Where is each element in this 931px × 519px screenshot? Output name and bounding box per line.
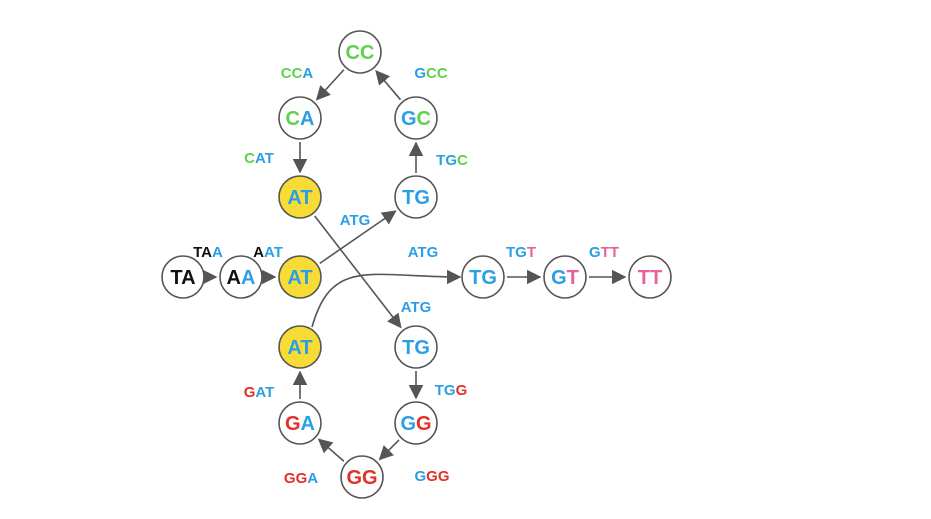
edge-label-cat: CAT: [244, 150, 274, 167]
edge-gg_upper-to-gg_lower: [378, 439, 400, 461]
node-ca: CA: [278, 96, 322, 140]
node-label-tg: TG: [402, 187, 430, 209]
node-label-at: AT: [287, 187, 312, 209]
node-label-tg: TG: [402, 337, 430, 359]
edge-label-tgt: TGT: [506, 244, 536, 261]
node-label-tt: TT: [638, 267, 662, 289]
edge-label-cca: CCA: [281, 65, 314, 82]
node-circle: [338, 30, 382, 74]
node-circle: [278, 255, 322, 299]
edge-at_mid-to-tg_top: [319, 210, 397, 265]
node-ta: TA: [161, 255, 205, 299]
node-circle: [278, 325, 322, 369]
node-circle: [340, 455, 384, 499]
node-circle: [278, 401, 322, 445]
node-circle: [461, 255, 505, 299]
edge-label-tgg: TGG: [435, 382, 468, 399]
node-circle: [219, 255, 263, 299]
edge-label-atg: ATG: [340, 212, 371, 229]
edge-gc-to-cc: [375, 69, 402, 101]
node-label-at: AT: [287, 267, 312, 289]
edge-label-gat: GAT: [244, 384, 275, 401]
node-circle: [394, 96, 438, 140]
edges-layer: [203, 69, 627, 462]
node-label-gg: GG: [400, 413, 431, 435]
node-circle: [628, 255, 672, 299]
node-aa: AA: [219, 255, 263, 299]
node-circle: [543, 255, 587, 299]
node-circle: [394, 325, 438, 369]
edge-at_top-to-tg_bot: [314, 215, 402, 329]
node-circle: [394, 175, 438, 219]
node-label-at: AT: [287, 337, 312, 359]
edge-label-atg: ATG: [401, 299, 432, 316]
node-label-ca: CA: [286, 108, 315, 130]
node-label-ta: TA: [170, 267, 195, 289]
node-ga: GA: [278, 401, 322, 445]
edge-at_bot-to-tg_right: [311, 269, 462, 328]
edge-label-gtt: GTT: [589, 244, 619, 261]
edge-label-tgc: TGC: [436, 152, 468, 169]
node-cc: CC: [338, 30, 382, 74]
node-gc: GC: [394, 96, 438, 140]
node-label-ga: GA: [285, 413, 315, 435]
node-circle: [278, 96, 322, 140]
edge-cc-to-ca: [315, 69, 345, 101]
edge-label-gga: GGA: [284, 470, 318, 487]
node-gg_upper: GG: [394, 401, 438, 445]
node-circle: [394, 401, 438, 445]
node-tt: TT: [628, 255, 672, 299]
node-at_mid: AT: [278, 255, 322, 299]
edge-label-aat: AAT: [253, 244, 283, 261]
node-circle: [161, 255, 205, 299]
edge-label-atg: ATG: [408, 244, 439, 261]
node-tg_right: TG: [461, 255, 505, 299]
node-label-gc: GC: [401, 108, 431, 130]
node-label-cc: CC: [346, 42, 375, 64]
node-label-aa: AA: [227, 267, 256, 289]
node-label-gt: GT: [551, 267, 579, 289]
edge-label-ggg: GGG: [414, 468, 449, 485]
node-gt: GT: [543, 255, 587, 299]
node-tg_bot: TG: [394, 325, 438, 369]
node-label-tg: TG: [469, 267, 497, 289]
edge-label-taa: TAA: [193, 244, 223, 261]
node-circle: [278, 175, 322, 219]
node-label-gg: GG: [346, 467, 377, 489]
node-at_top: AT: [278, 175, 322, 219]
node-at_bot: AT: [278, 325, 322, 369]
node-tg_top: TG: [394, 175, 438, 219]
edge-label-gcc: GCC: [414, 65, 448, 82]
node-gg_lower: GG: [340, 455, 384, 499]
edge-gg_lower-to-ga: [317, 438, 345, 462]
